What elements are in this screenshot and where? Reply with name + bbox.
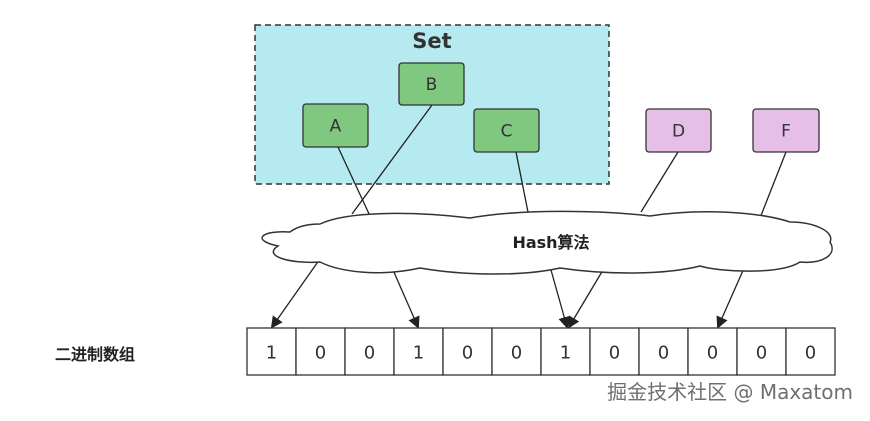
bit-cell-box: [442, 327, 493, 376]
arrow-to-bit-6-a: [550, 269, 571, 329]
line-d-in: [640, 151, 679, 213]
binary-array-label: 二进制数组: [55, 345, 135, 364]
bit-cell-box: [344, 327, 395, 376]
bit-value: 0: [609, 343, 620, 364]
connector-lines: [270, 104, 787, 329]
bit-value: 1: [560, 343, 571, 364]
bit-value: 0: [462, 343, 473, 364]
bit-value: 0: [805, 343, 816, 364]
bit-cell: 0: [687, 327, 738, 376]
binary-array: 1 0 0 1 0 0 1 0 0 0 0 0: [246, 327, 836, 376]
element-label-d: D: [672, 122, 685, 142]
bit-cell: 0: [442, 327, 493, 376]
bit-value: 0: [658, 343, 669, 364]
set-title: Set: [412, 29, 451, 53]
bit-value: 0: [364, 343, 375, 364]
bit-cell-box: [687, 327, 738, 376]
element-box-f: [752, 108, 820, 153]
arrow-to-bit-6-b: [567, 269, 604, 329]
bit-cell-box: [491, 327, 542, 376]
bit-cell-box: [295, 327, 346, 376]
bit-cell: 1: [540, 327, 591, 376]
bit-cell: 1: [393, 327, 444, 376]
line-a-in: [337, 146, 371, 217]
element-d: D: [645, 108, 712, 153]
element-box-a: [302, 103, 369, 148]
bit-value: 1: [413, 343, 424, 364]
element-f: F: [752, 108, 820, 153]
bit-cell-box: [785, 327, 836, 376]
bit-cell: 0: [736, 327, 787, 376]
arrow-to-bit-3: [392, 269, 420, 329]
element-c: C: [473, 108, 540, 153]
arrow-to-bit-9: [716, 265, 746, 329]
bit-cell: 0: [589, 327, 640, 376]
line-b-in: [351, 104, 433, 215]
bit-cell-box: [393, 327, 444, 376]
hash-cloud-shape: [261, 210, 833, 275]
element-boxes: A B C D F: [302, 62, 820, 153]
arrow-to-bit-0: [270, 255, 323, 329]
line-f-in: [759, 151, 787, 219]
element-label-b: B: [426, 75, 438, 95]
bit-value: 1: [266, 343, 277, 364]
bit-cell-box: [736, 327, 787, 376]
bit-cell: 0: [785, 327, 836, 376]
bit-value: 0: [315, 343, 326, 364]
bit-cell: 0: [491, 327, 542, 376]
element-a: A: [302, 103, 369, 148]
line-c-in: [515, 151, 529, 213]
bit-value: 0: [756, 343, 767, 364]
bit-value: 0: [707, 343, 718, 364]
bit-cell: 1: [246, 327, 297, 376]
watermark: 掘金技术社区 @ Maxatom: [607, 380, 853, 404]
hash-label: Hash算法: [512, 233, 589, 252]
bit-cell: 0: [638, 327, 689, 376]
element-box-c: [473, 108, 540, 153]
bit-cell: 0: [295, 327, 346, 376]
element-box-b: [398, 62, 465, 106]
element-b: B: [398, 62, 465, 106]
bit-cell: 0: [344, 327, 395, 376]
element-box-d: [645, 108, 712, 153]
element-label-c: C: [501, 122, 513, 142]
bit-value: 0: [511, 343, 522, 364]
element-label-a: A: [330, 117, 342, 137]
hash-cloud: Hash算法: [261, 210, 833, 275]
element-label-f: F: [781, 122, 791, 142]
